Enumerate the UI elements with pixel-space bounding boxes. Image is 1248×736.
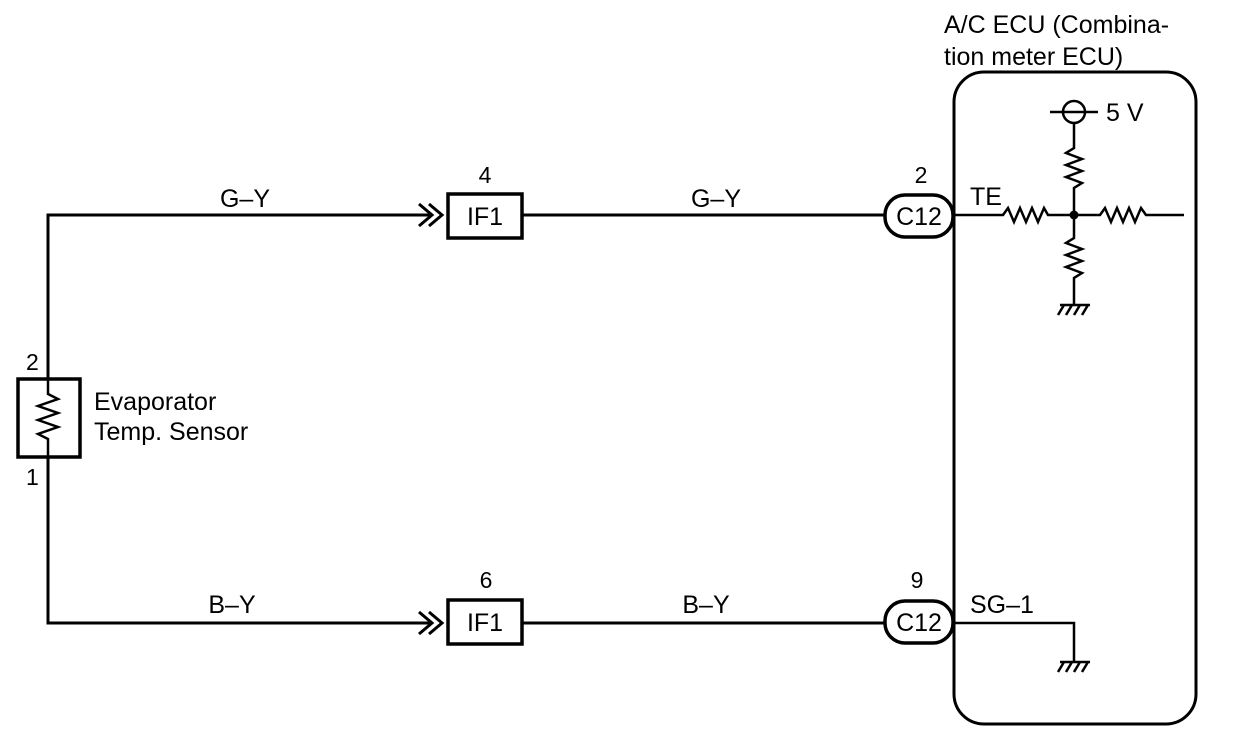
bottom-if1-label: IF1	[467, 609, 503, 637]
bottom-if1-pin: 6	[480, 567, 493, 593]
ground-icon-bottom	[1056, 660, 1090, 673]
top-chevron-connector	[418, 202, 445, 228]
sensor-resistor-symbol	[34, 379, 62, 457]
top-if1-label: IF1	[467, 203, 503, 231]
top-wire-left	[46, 213, 432, 379]
supply-terminal-icon	[1061, 99, 1087, 125]
ecu-title-line2: tion meter ECU)	[944, 43, 1123, 71]
bottom-wire-left	[46, 457, 432, 625]
bottom-wire-left-label: B–Y	[208, 591, 256, 619]
ecu-enclosure	[952, 70, 1198, 726]
te-resistor-left	[954, 204, 1074, 226]
pullup-resistor	[1062, 124, 1086, 215]
sensor-pin-top: 2	[26, 349, 39, 375]
ground-icon-top	[1056, 303, 1090, 316]
top-if1-pin: 4	[479, 162, 492, 188]
top-c12-pin: 2	[915, 162, 928, 188]
bottom-chevron-connector	[418, 610, 445, 636]
bottom-c12-connector	[883, 599, 955, 645]
top-c12-label: C12	[896, 203, 942, 231]
supply-voltage-label: 5 V	[1106, 99, 1144, 127]
sensor-name-line2: Temp. Sensor	[94, 418, 248, 446]
sensor-name-line1: Evaporator	[94, 388, 216, 416]
top-wire-left-label: G–Y	[220, 185, 270, 213]
bottom-wire-right-label: B–Y	[682, 591, 730, 619]
sg1-wire	[954, 621, 1076, 662]
ecu-title-line1: A/C ECU (Combina-	[944, 11, 1169, 39]
ecu-sg1-label: SG–1	[970, 591, 1034, 619]
bottom-c12-label: C12	[896, 609, 942, 637]
top-if1-connector-box	[446, 192, 524, 240]
top-wire-right-label: G–Y	[691, 185, 741, 213]
ecu-te-label: TE	[970, 183, 1002, 211]
bottom-c12-pin: 9	[911, 567, 924, 593]
sensor-pin-bottom: 1	[26, 464, 39, 490]
te-resistor-right	[1074, 204, 1184, 226]
top-c12-connector	[883, 193, 955, 239]
pulldown-resistor	[1062, 215, 1086, 305]
